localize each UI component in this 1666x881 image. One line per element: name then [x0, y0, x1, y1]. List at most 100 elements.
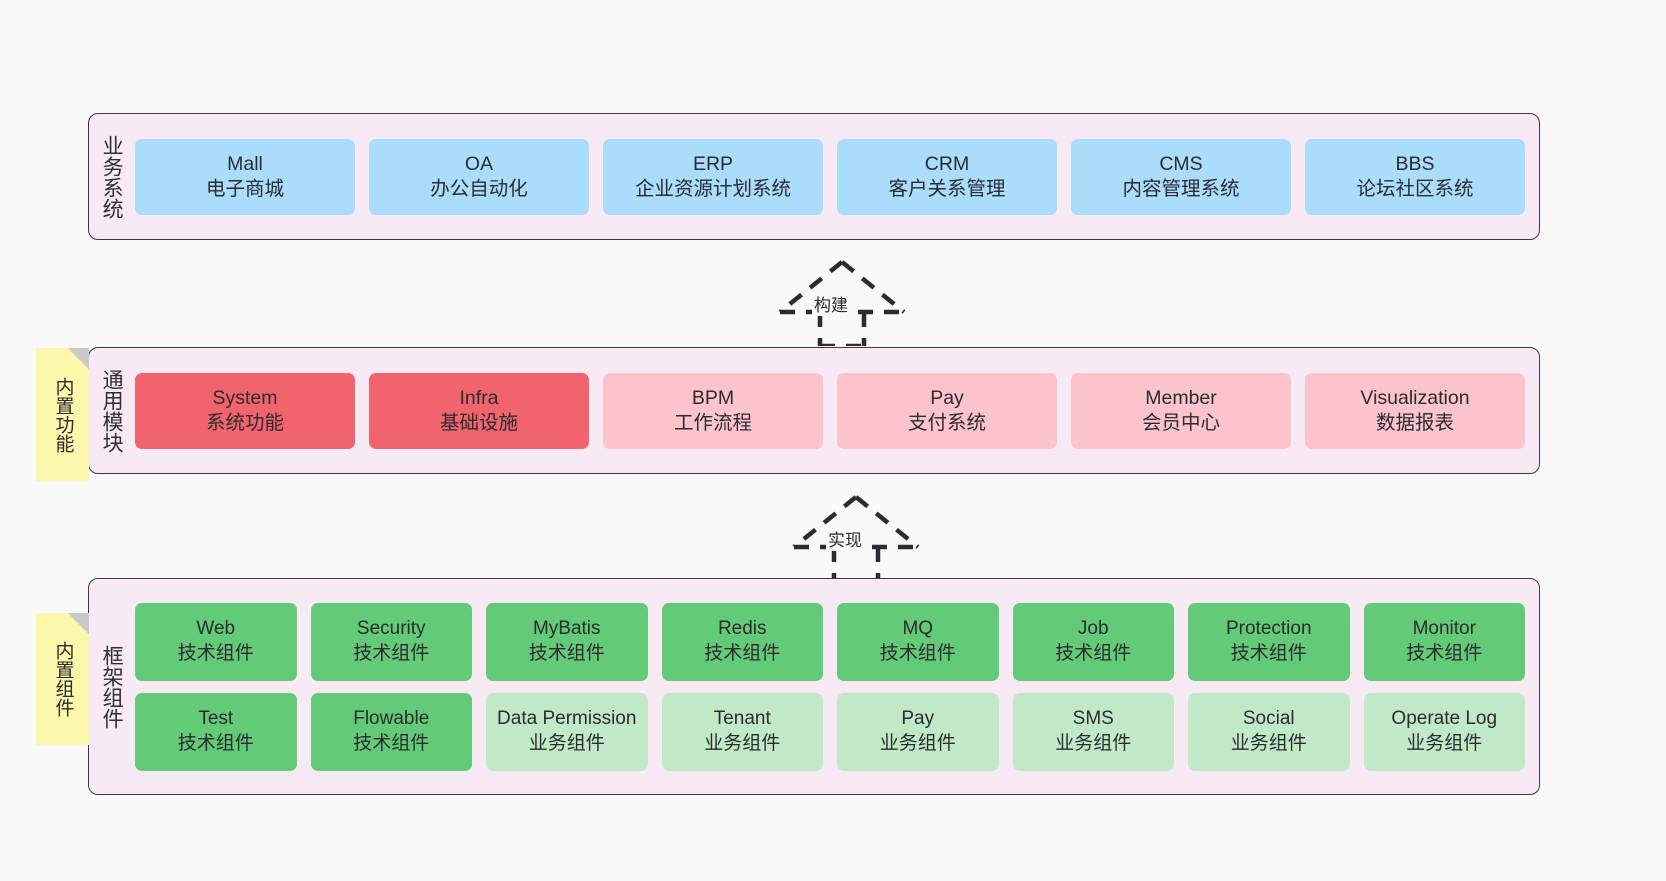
component-box-title: Redis [717, 618, 767, 640]
module-box-subtitle: 系统功能 [205, 411, 284, 434]
component-box-title: Data Permission [497, 708, 637, 730]
module-box-title: OA [464, 152, 494, 175]
module-box-mall[interactable]: Mall 电子商城 [135, 138, 355, 215]
layer-body-common-modules: System 系统功能 Infra 基础设施 BPM 工作流程 Pay 支付系统… [133, 348, 1539, 473]
component-box-test[interactable]: Test 技术组件 [135, 692, 297, 771]
module-box-title: BPM [691, 386, 735, 409]
component-box-title: SMS [1072, 708, 1114, 730]
sticky-note-builtin-function[interactable]: 内置功能 [36, 348, 89, 481]
component-box-mq[interactable]: MQ 技术组件 [837, 602, 999, 681]
component-box-mybatis[interactable]: MyBatis 技术组件 [486, 602, 648, 681]
layer-title-common-modules: 通用模块 [100, 368, 124, 453]
component-box-subtitle: 技术组件 [177, 642, 254, 664]
module-box-subtitle: 办公自动化 [430, 177, 528, 200]
module-box-title: ERP [692, 152, 734, 175]
module-box-title: Member [1145, 386, 1217, 409]
component-box-social[interactable]: Social 业务组件 [1188, 692, 1350, 771]
component-box-subtitle: 业务组件 [704, 732, 781, 754]
layer-common-modules: 通用模块 System 系统功能 Infra 基础设施 BPM 工作流程 Pay… [88, 347, 1540, 474]
module-box-subtitle: 论坛社区系统 [1356, 177, 1474, 200]
module-box-title: System [212, 386, 278, 409]
component-box-title: Tenant [713, 708, 771, 730]
module-box-member[interactable]: Member 会员中心 [1071, 372, 1291, 449]
module-box-title: Mall [227, 152, 263, 175]
module-box-title: CRM [924, 152, 970, 175]
module-box-subtitle: 数据报表 [1375, 411, 1454, 434]
component-box-title: Pay [901, 708, 935, 730]
module-box-subtitle: 电子商城 [205, 177, 284, 200]
component-box-web[interactable]: Web 技术组件 [135, 602, 297, 681]
sticky-note-builtin-component[interactable]: 内置组件 [36, 613, 89, 745]
layer-business-systems: 业务系统 Mall 电子商城 OA 办公自动化 ERP 企业资源计划系统 CRM… [88, 113, 1540, 240]
connector-build: 构建 [752, 256, 932, 346]
component-box-title: Flowable [353, 708, 430, 730]
component-box-monitor[interactable]: Monitor 技术组件 [1363, 602, 1525, 681]
module-box-title: Infra [459, 386, 499, 409]
module-box-title: CMS [1159, 152, 1203, 175]
module-box-pay[interactable]: Pay 支付系统 [837, 372, 1057, 449]
component-box-job[interactable]: Job 技术组件 [1012, 602, 1174, 681]
component-box-flowable[interactable]: Flowable 技术组件 [310, 692, 472, 771]
module-box-subtitle: 客户关系管理 [888, 177, 1006, 200]
layer-title-framework-components: 框架组件 [100, 644, 124, 729]
module-box-title: BBS [1395, 152, 1435, 175]
module-box-bbs[interactable]: BBS 论坛社区系统 [1305, 138, 1525, 215]
layer-framework-components: 框架组件 Web 技术组件 Security 技术组件 MyBatis 技术组件… [88, 578, 1540, 795]
module-box-title: Visualization [1360, 386, 1470, 409]
layer-body-business-systems: Mall 电子商城 OA 办公自动化 ERP 企业资源计划系统 CRM 客户关系… [133, 114, 1539, 239]
sticky-note-label: 内置功能 [52, 376, 74, 453]
component-box-protection[interactable]: Protection 技术组件 [1188, 602, 1350, 681]
component-box-subtitle: 技术组件 [1406, 642, 1483, 664]
module-box-crm[interactable]: CRM 客户关系管理 [837, 138, 1057, 215]
component-box-title: Web [196, 618, 236, 640]
module-box-subtitle: 基础设施 [439, 411, 518, 434]
component-box-title: MyBatis [532, 618, 601, 640]
module-box-oa[interactable]: OA 办公自动化 [369, 138, 589, 215]
module-box-subtitle: 会员中心 [1141, 411, 1220, 434]
module-box-infra[interactable]: Infra 基础设施 [369, 372, 589, 449]
component-box-subtitle: 技术组件 [1055, 642, 1132, 664]
layer-title-business-systems: 业务系统 [100, 134, 124, 219]
module-box-title: Pay [930, 386, 964, 409]
component-box-subtitle: 技术组件 [879, 642, 956, 664]
module-box-visualization[interactable]: Visualization 数据报表 [1305, 372, 1525, 449]
component-box-subtitle: 业务组件 [879, 732, 956, 754]
component-box-title: Job [1077, 618, 1109, 640]
module-box-bpm[interactable]: BPM 工作流程 [603, 372, 823, 449]
module-box-erp[interactable]: ERP 企业资源计划系统 [603, 138, 823, 215]
page-fold-icon [68, 613, 89, 634]
component-box-title: Monitor [1412, 618, 1476, 640]
module-box-subtitle: 工作流程 [673, 411, 752, 434]
component-box-data-permission[interactable]: Data Permission 业务组件 [486, 692, 648, 771]
component-box-subtitle: 技术组件 [177, 732, 254, 754]
component-box-title: Social [1242, 708, 1295, 730]
component-box-subtitle: 技术组件 [353, 732, 430, 754]
component-box-subtitle: 业务组件 [1230, 732, 1307, 754]
connector-build-label: 构建 [812, 291, 850, 316]
module-box-cms[interactable]: CMS 内容管理系统 [1071, 138, 1291, 215]
framework-row-business: Test 技术组件 Flowable 技术组件 Data Permission … [135, 692, 1525, 771]
component-box-tenant[interactable]: Tenant 业务组件 [661, 692, 823, 771]
layer-body-framework-components: Web 技术组件 Security 技术组件 MyBatis 技术组件 Redi… [133, 579, 1539, 794]
component-box-title: MQ [902, 618, 934, 640]
component-box-pay[interactable]: Pay 业务组件 [837, 692, 999, 771]
module-box-system[interactable]: System 系统功能 [135, 372, 355, 449]
component-box-sms[interactable]: SMS 业务组件 [1012, 692, 1174, 771]
sticky-note-label: 内置组件 [52, 641, 74, 717]
component-box-subtitle: 业务组件 [1055, 732, 1132, 754]
component-box-title: Protection [1225, 618, 1312, 640]
component-box-subtitle: 业务组件 [1406, 732, 1483, 754]
connector-implement: 实现 [766, 491, 946, 581]
component-box-redis[interactable]: Redis 技术组件 [661, 602, 823, 681]
module-box-subtitle: 企业资源计划系统 [634, 177, 791, 200]
component-box-title: Security [356, 618, 426, 640]
component-box-operate-log[interactable]: Operate Log 业务组件 [1363, 692, 1525, 771]
page-fold-icon [68, 348, 89, 369]
component-box-title: Operate Log [1391, 708, 1498, 730]
component-box-title: Test [198, 708, 234, 730]
framework-row-technical: Web 技术组件 Security 技术组件 MyBatis 技术组件 Redi… [135, 602, 1525, 681]
component-box-subtitle: 技术组件 [353, 642, 430, 664]
component-box-security[interactable]: Security 技术组件 [310, 602, 472, 681]
component-box-subtitle: 业务组件 [528, 732, 605, 754]
